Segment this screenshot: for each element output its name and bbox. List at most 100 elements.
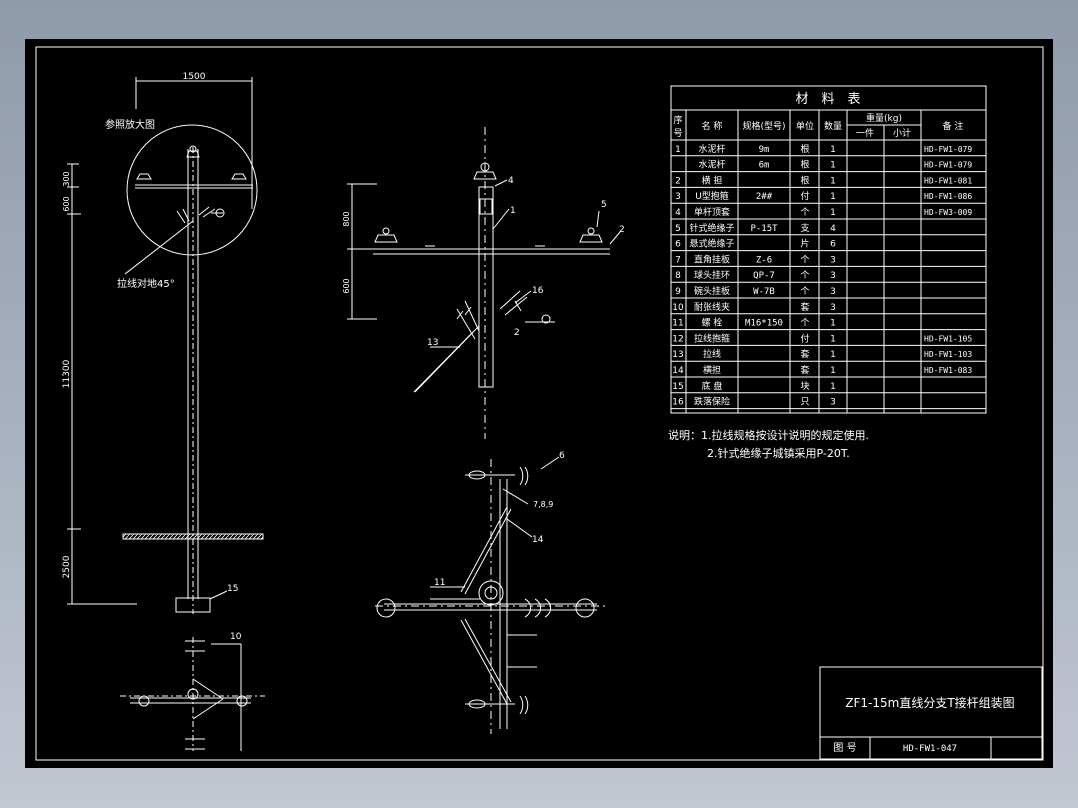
table-cell-unit: 个 [800,254,809,265]
table-cell-spec: QP-7 [753,271,775,281]
table-cell-unit: 个 [800,270,809,281]
table-cell-qty: 3 [830,398,836,408]
table-cell-unit: 根 [800,143,809,155]
base-plate [175,597,211,613]
table-cell-qty: 3 [830,287,836,297]
table-cell-spec: W-7B [753,287,775,297]
dim-2500: 2500 [62,555,72,578]
detail-circle [126,124,258,256]
drawing-title: ZF1-15m直线分支T接杆组装图 [845,695,1014,710]
callout-2-top: 2 [619,225,625,235]
table-cell-qty: 1 [830,350,836,360]
table-cell-qty: 1 [830,334,836,344]
table-cell-name: 水泥杆 [698,143,725,155]
header-unit: 单位 [796,120,814,132]
header-no: 序 [673,114,682,126]
table-cell-no: 1 [675,145,681,155]
table-cell-qty: 1 [830,176,836,186]
drawing-border [35,46,1044,761]
dim-top-label: 1500 [183,72,206,82]
table-cell-no: 12 [672,334,683,344]
callout-5: 5 [601,200,607,210]
note-line-2: 2.针式绝缘子城镇采用P-20T. [707,446,850,460]
guy-wire-label: 拉线对地45° [117,277,175,290]
materials-table: 材 料 表 序 号 名 称 规格(型号) 单位 数量 重量(kg) 一件 小计 … [670,85,987,414]
table-cell-unit: 付 [800,333,809,344]
bottom-plan-view: 6 7,8,9 14 11 [375,451,605,734]
table-cell-unit: 支 [800,222,809,234]
table-cell-no: 8 [675,271,681,281]
table-cell-unit: 片 [800,238,809,250]
table-cell-unit: 付 [800,191,809,202]
table-cell-qty: 1 [830,208,836,218]
table-cell-note: HD-FW1-083 [924,366,972,375]
header-note: 备 注 [943,120,964,132]
table-cell-spec: M16*150 [745,319,783,329]
header-weight: 重量(kg) [866,112,902,124]
drawing-no: HD-FW1-047 [903,744,957,754]
table-cell-note: HD-FW1-105 [924,334,972,343]
callout-10: 10 [230,632,242,642]
table-cell-qty: 6 [830,240,836,250]
cad-drawing-sheet: 1500 参照放大图 拉线对地45° 300 600 11300 2500 15 [25,39,1053,768]
center-elevation-view: 800 600 4 1 5 2 16 13 2 [342,127,625,439]
table-cell-no: 15 [672,382,683,392]
note-line-1: 说明：1.拉线规格按设计说明的规定使用. [668,428,869,442]
table-cell-qty: 4 [830,224,836,234]
table-cell-unit: 根 [800,174,809,186]
table-cell-note: HD-FW1-079 [924,161,972,170]
table-cell-no: 11 [672,319,683,329]
ground-line [122,533,264,540]
table-cell-name: 水泥杆 [698,159,725,171]
table-cell-note: HD-FW1-079 [924,145,972,154]
table-cell-name: 直角挂板 [694,253,730,265]
table-cell-qty: 3 [830,303,836,313]
pole-body [478,186,494,388]
callout-13: 13 [427,338,438,348]
table-cell-note: HD-FW1-081 [924,176,972,185]
dim-11300: 11300 [62,359,72,388]
table-cell-unit: 个 [800,318,809,329]
table-cell-no: 4 [675,208,681,218]
callout-2-lower: 2 [514,328,520,338]
table-cell-qty: 1 [830,382,836,392]
table-cell-spec: 6m [759,161,770,171]
table-cell-spec: P-15T [750,224,778,234]
table-cell-no: 10 [672,303,684,313]
title-block: ZF1-15m直线分支T接杆组装图 图 号 HD-FW1-047 [819,666,1043,760]
table-cell-note: HD-FW3-009 [924,208,972,217]
reference-zoom-label: 参照放大图 [105,118,155,131]
table-cell-no: 16 [672,398,684,408]
callout-6: 6 [559,451,565,461]
callout-4: 4 [508,176,514,186]
table-cell-unit: 套 [800,348,809,360]
table-cell-name: 横 担 [702,174,723,186]
table-cell-qty: 3 [830,271,836,281]
table-cell-qty: 3 [830,255,836,265]
table-title: 材 料 表 [795,92,860,107]
dim-600: 600 [62,196,71,211]
table-cell-unit: 套 [800,301,809,313]
table-cell-no: 13 [672,350,683,360]
table-cell-qty: 1 [830,319,836,329]
table-cell-name: 球头挂环 [694,269,730,281]
table-cell-name: 拉线 [703,348,721,360]
table-cell-name: 底 盘 [702,380,723,392]
callout-1: 1 [510,206,516,216]
table-cell-name: 针式绝缘子 [689,222,734,234]
table-cell-no: 9 [675,287,681,297]
drawing-no-label: 图 号 [833,742,856,754]
table-cell-name: 单杆顶套 [694,206,730,218]
drawing-canvas: 1500 参照放大图 拉线对地45° 300 600 11300 2500 15 [35,46,1044,761]
table-cell-no: 2 [675,176,681,186]
header-spec: 规格(型号) [742,120,785,132]
table-cell-name: 碗头挂板 [694,285,730,297]
table-cell-qty: 1 [830,161,836,171]
table-cell-unit: 根 [800,159,809,171]
table-cell-note: HD-FW1-103 [924,350,972,359]
dim-300: 300 [62,171,71,186]
dim-600-center: 600 [342,278,351,293]
callout-7-8-9: 7,8,9 [533,500,553,509]
table-cell-note: HD-FW1-086 [924,192,972,201]
